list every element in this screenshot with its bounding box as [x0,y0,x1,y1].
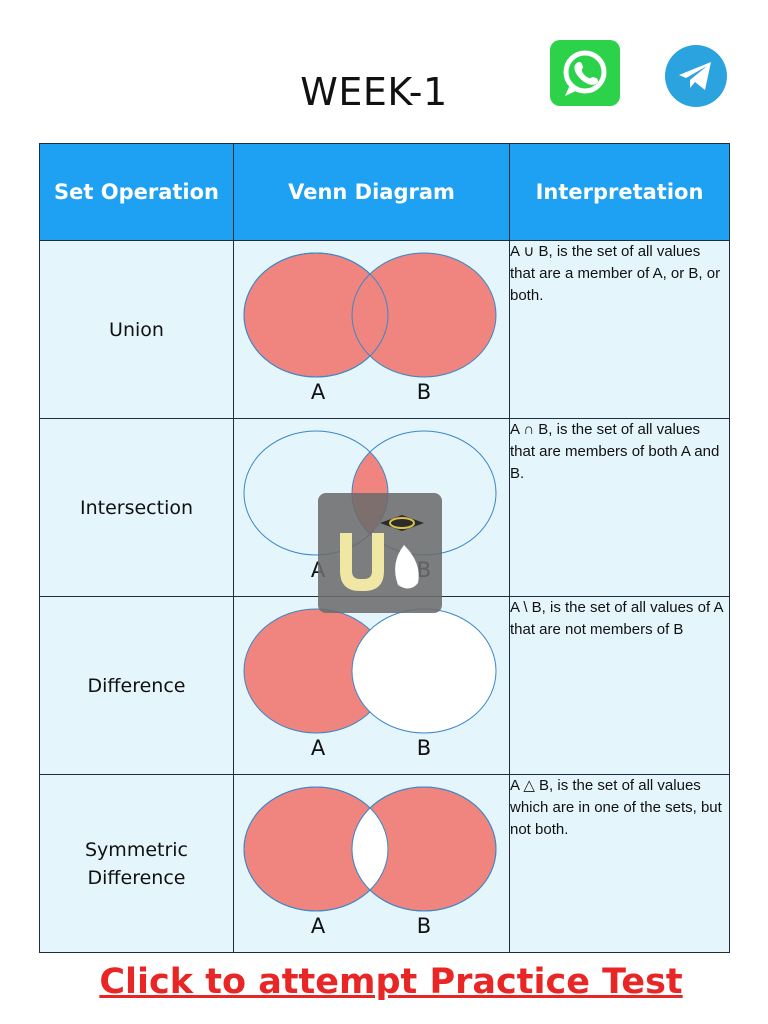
interpretation-text: A ∩ B, is the set of all values that are… [509,418,730,597]
practice-test-link[interactable]: Click to attempt Practice Test [99,962,683,1002]
label-a: A [311,380,326,404]
operation-name: Symmetric Difference [39,774,234,953]
operation-name: Intersection [39,418,234,597]
venn-diagram-cell: A B [233,240,510,419]
table-row: Symmetric Difference A B A △ B, is the s… [39,774,730,953]
operation-name: Difference [39,596,234,775]
venn-diagram-difference: A B [243,608,497,760]
page-title: WEEK-1 [300,70,448,114]
table-row: Difference A B A \ B, is the set of all … [39,596,730,775]
header-interpretation: Interpretation [509,143,730,241]
venn-diagram-union: A B [243,252,497,404]
label-a: A [311,736,326,760]
whatsapp-icon[interactable] [550,40,620,106]
header-venn-diagram: Venn Diagram [233,143,510,241]
venn-diagram-symmetric-difference: A B [243,786,497,938]
venn-diagram-cell: A B [233,596,510,775]
label-b: B [417,914,431,938]
label-a: A [311,914,326,938]
interpretation-text: A \ B, is the set of all values of A tha… [509,596,730,775]
venn-diagram-cell: A B [233,774,510,953]
interpretation-text: A ∪ B, is the set of all values that are… [509,240,730,419]
header-set-operation: Set Operation [39,143,234,241]
label-b: B [417,736,431,760]
label-b: B [417,380,431,404]
operation-name: Union [39,240,234,419]
watermark-logo [318,493,442,613]
circle-b [351,252,497,378]
circle-b [351,608,497,734]
table-header-row: Set Operation Venn Diagram Interpretatio… [39,143,730,241]
telegram-icon[interactable] [664,44,728,108]
set-operations-table: Set Operation Venn Diagram Interpretatio… [39,143,730,953]
interpretation-text: A △ B, is the set of all values which ar… [509,774,730,953]
table-row: Union A B A ∪ B, is the set of all value… [39,240,730,419]
